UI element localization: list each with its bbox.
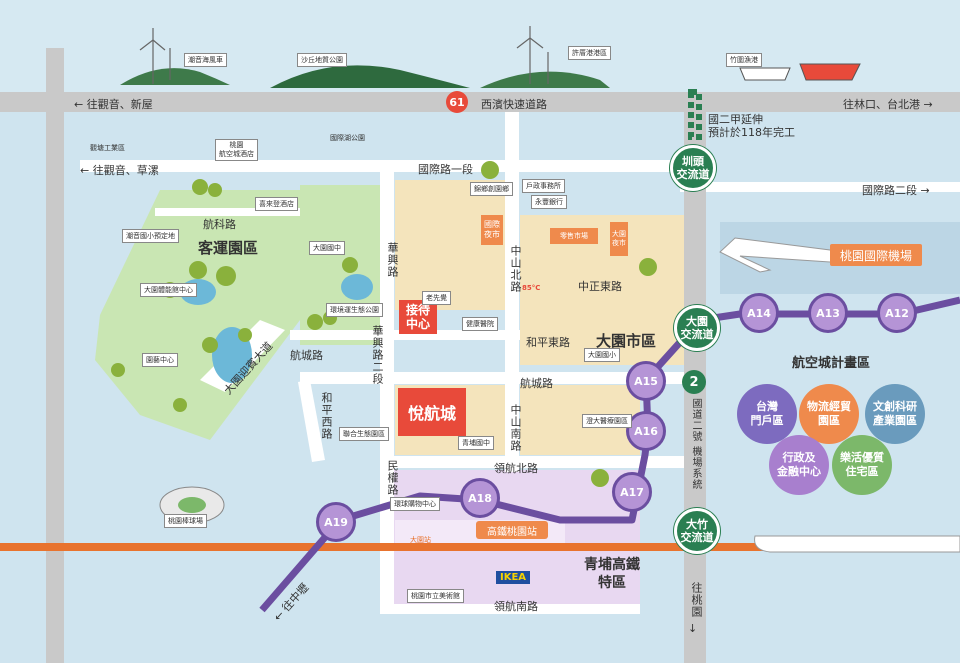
guoji-road-2-label: 國際路二段 → — [862, 184, 930, 197]
household-office: 戶政事務所 — [522, 179, 565, 193]
block-north-west — [395, 180, 505, 310]
qingpu-junior-high: 青埔國中 — [458, 436, 494, 450]
plan-zone-research[interactable]: 文創科研 產業園區 — [865, 384, 925, 444]
guoji-market: 國際 夜市 — [481, 215, 503, 245]
dayuan-station-label: 大園站 — [410, 536, 431, 544]
park-center: 園藝中心 — [142, 353, 178, 367]
dayuan-elementary: 大園國小 — [584, 348, 620, 362]
plan-zone-finance[interactable]: 行政及 金融中心 — [769, 435, 829, 495]
fishing-port-label: 竹圍漁港 — [726, 53, 762, 67]
plan-zone-logistics[interactable]: 物流經貿 園區 — [799, 384, 859, 444]
zhongshan-south-label: 中山南路 — [509, 404, 522, 452]
industrial-area: 觀塘工業區 — [90, 144, 125, 152]
dayuan-city-label: 大園市區 — [596, 332, 657, 350]
medical-park: 澄大醫療園區 — [582, 414, 632, 428]
station-a12[interactable]: A12 — [877, 293, 917, 333]
interchange-dayuan[interactable]: 大園 交流道 — [674, 305, 720, 351]
sheraton-hotel: 喜來登酒店 — [255, 197, 298, 211]
down-arrow-icon: ↓ — [688, 622, 698, 635]
station-a15[interactable]: A15 — [626, 361, 666, 401]
wind-farm-label-2: 許厝港港區 — [568, 46, 611, 60]
minquan-road-label: 民權路 — [386, 460, 399, 496]
qingpu-hsr-label: 青埔高鐵 特區 — [584, 557, 640, 591]
plan-zone-gateway[interactable]: 台灣 門戶區 — [737, 384, 797, 444]
baseball-stadium: 桃園棒球場 — [164, 514, 207, 528]
expressway-label: 西濱快速道路 — [481, 98, 547, 111]
dayuan-junior-high: 大園國中 — [309, 241, 345, 255]
wind-farm-label-1: 潮音海風車 — [184, 53, 227, 67]
national2-note: 國二甲延伸預計於118年完工 — [708, 113, 795, 139]
to-taoyuan-label: 往桃園 — [690, 582, 703, 618]
zhongshan-north-label: 中山北路 — [509, 245, 522, 293]
national2-label: 國道二號 機場系統 — [690, 398, 701, 491]
keyun-park-label: 客運園區 — [198, 239, 259, 257]
creative-park: 錦鄉創園鄉 — [470, 182, 513, 196]
reception-center[interactable]: 接待 中心 — [399, 300, 437, 334]
linghang-south-label: 領航南路 — [494, 600, 538, 613]
keyun-park-area — [95, 190, 300, 440]
train-icon — [754, 535, 960, 553]
station-a14[interactable]: A14 — [739, 293, 779, 333]
expressway-road — [0, 92, 960, 112]
station-a18[interactable]: A18 — [460, 478, 500, 518]
interchange-zhentou[interactable]: 圳頭 交流道 — [670, 145, 716, 191]
boat-icon-2 — [799, 63, 861, 81]
ikea-logo: IKEA — [496, 571, 531, 584]
hsr-station-label: 高鐵桃園站 — [476, 521, 548, 539]
global-mall: 環球購物中心 — [390, 497, 440, 511]
dayuan-market: 大園 夜市 — [610, 222, 628, 256]
dune-park-label: 沙丘地質公園 — [297, 53, 347, 67]
huaxing-road-2-label: 華興路二段 — [371, 325, 384, 385]
yuehang-tower[interactable]: 悅航城 — [398, 388, 466, 436]
dayuan-hall: 大園體能館中心 — [140, 283, 197, 297]
station-a13[interactable]: A13 — [808, 293, 848, 333]
health-hospital: 健康醫院 — [462, 317, 498, 331]
hangcheng-road-label-2: 航城路 — [520, 377, 553, 390]
eco-park: 環境運生態公園 — [326, 303, 383, 317]
block-dayuan — [520, 215, 685, 365]
freeway-2-icon: 2 — [682, 370, 706, 394]
hangcheng-road-label: 航城路 — [290, 349, 323, 362]
retail-market: 零售市場 — [550, 228, 598, 244]
interchange-dazhu[interactable]: 大竹 交流道 — [674, 508, 720, 554]
art-museum: 桃園市立美術館 — [407, 589, 464, 603]
heping-east-label: 和平東路 — [526, 336, 570, 349]
hill-1 — [120, 68, 230, 85]
airport-plan-label: 航空城計畫區 — [792, 356, 871, 371]
airport-label: 桃園國際機場 — [830, 244, 922, 266]
station-a19[interactable]: A19 — [316, 502, 356, 542]
guoji-road-1-label: 國際路一段 — [418, 163, 473, 176]
hill-2 — [270, 65, 470, 88]
kindergarten-site: 潮音國小預定地 — [122, 229, 179, 243]
eco-zone: 聯合生態園區 — [339, 427, 389, 441]
boat-icon-1 — [739, 67, 791, 81]
station-a17[interactable]: A17 — [612, 472, 652, 512]
station-a16[interactable]: A16 — [626, 411, 666, 451]
to-linkou: 往林口、台北港 → — [843, 98, 933, 111]
to-guanyin-caota: ← 往觀音、草漯 — [80, 164, 159, 177]
plan-zone-residential[interactable]: 樂活優質 住宅區 — [832, 435, 892, 495]
hill-3 — [480, 71, 610, 88]
sinopac-bank: 永豐銀行 — [531, 195, 567, 209]
guoji-lake: 國際湖公園 — [330, 134, 365, 142]
to-guanyin-xinwu: ← 往觀音、新屋 — [74, 98, 153, 111]
huaxing-road-label: 華興路 — [386, 242, 399, 278]
85c-logo: 85°C — [522, 284, 541, 292]
hangke-road-label: 航科路 — [203, 218, 236, 231]
heping-west-label: 和平西路 — [320, 392, 333, 440]
west-expressway — [46, 48, 64, 663]
zhongzheng-east-label: 中正東路 — [578, 280, 622, 293]
linghang-north-label: 領航北路 — [494, 462, 538, 475]
aviation-hotel: 桃園 航空城酒店 — [215, 139, 258, 161]
expressway-61-icon: 61 — [446, 91, 468, 113]
hsr-line — [0, 543, 960, 551]
laoxian-restaurant: 老先覺 — [422, 291, 451, 305]
